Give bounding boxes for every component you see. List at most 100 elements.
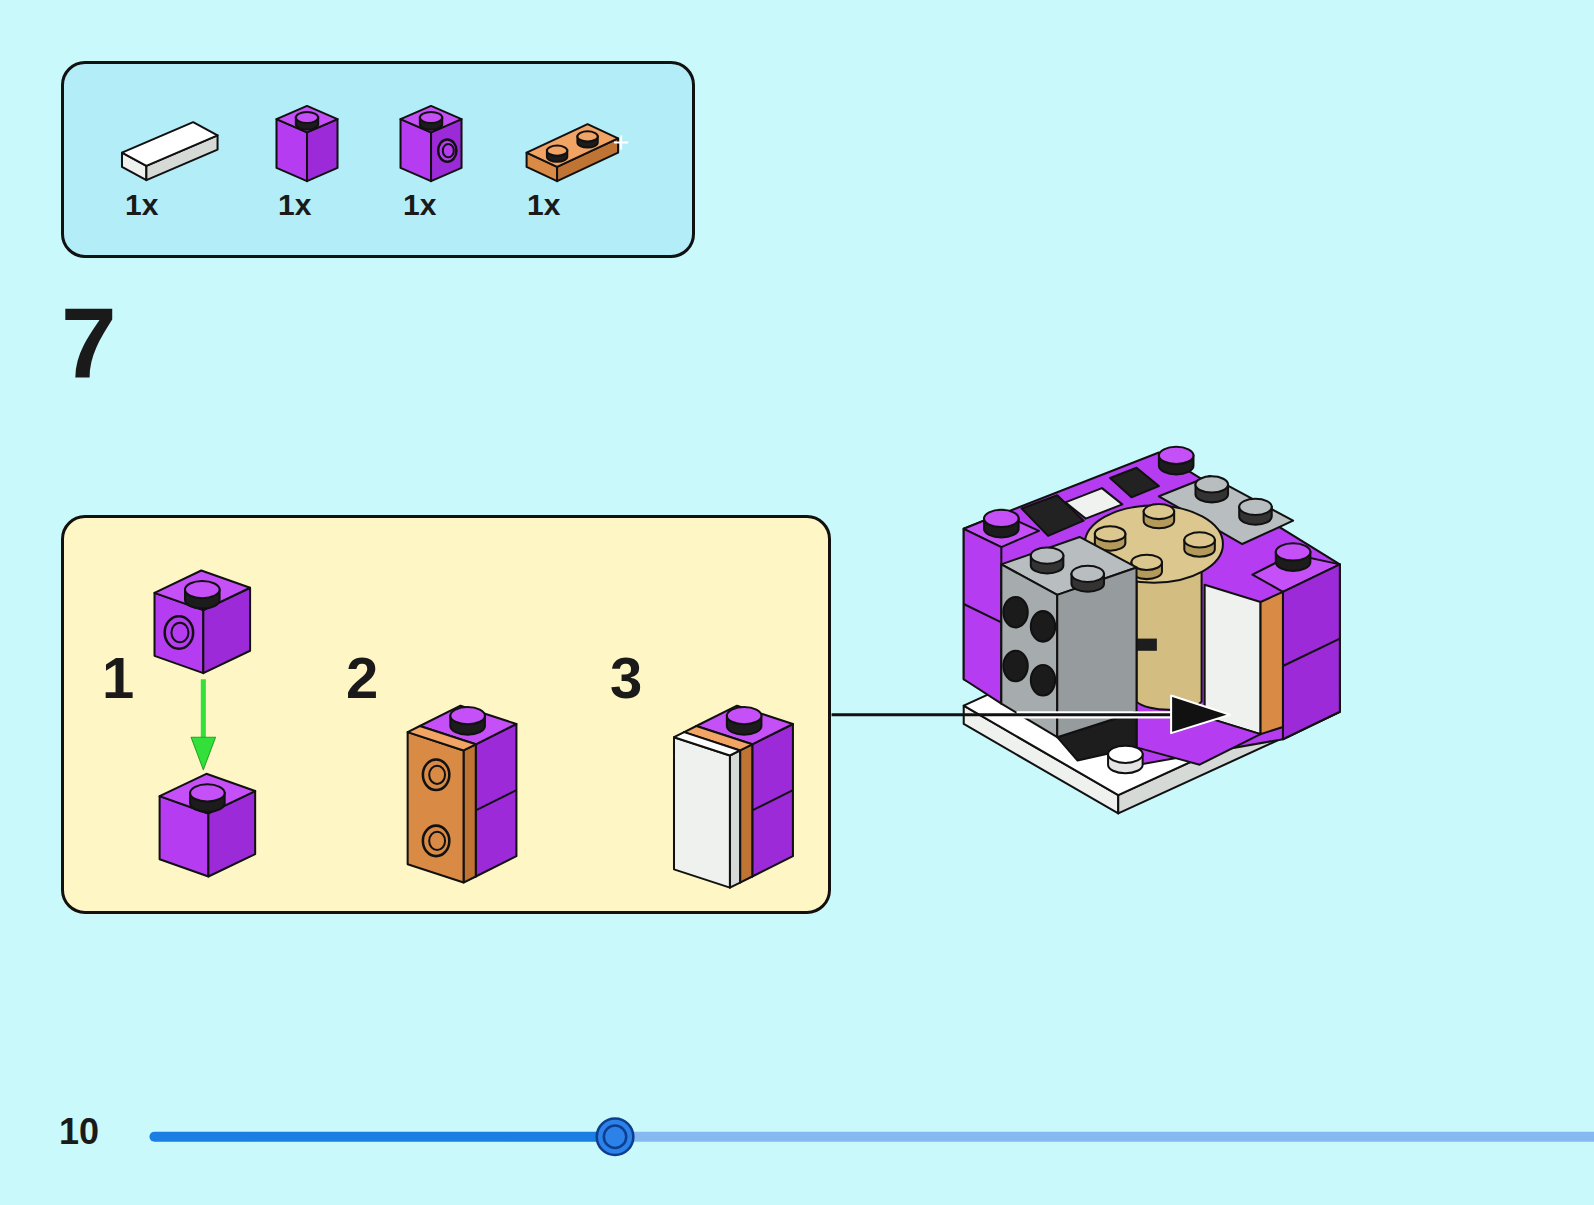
parts-list-panel: 1x 1x 1x 1x — [61, 61, 695, 258]
plate-edge — [740, 744, 752, 882]
top-face — [122, 122, 218, 166]
panel-grounds — [61, 61, 831, 914]
plate-face — [408, 732, 464, 882]
leader-head — [1171, 696, 1230, 734]
stud — [190, 784, 225, 812]
stud-top — [1276, 543, 1311, 560]
tile-face — [674, 737, 730, 887]
leader-arrow — [832, 696, 1230, 734]
stud — [1184, 532, 1214, 556]
stud — [1196, 476, 1229, 502]
side-stud — [1031, 611, 1055, 641]
side-stud — [165, 616, 193, 649]
left-face — [964, 529, 1002, 704]
plate-edge — [464, 744, 476, 882]
right-face — [476, 724, 517, 876]
stud — [1159, 447, 1194, 475]
purple-brick — [277, 106, 338, 181]
stud — [1108, 746, 1143, 774]
green-arrow-head — [191, 737, 215, 770]
sparkle-ray — [620, 135, 622, 149]
sub-step-2-figure — [408, 706, 517, 883]
stud-top — [1144, 504, 1174, 519]
part-quantity: 1x — [527, 190, 560, 220]
main-model — [964, 447, 1340, 814]
plate-top — [408, 726, 476, 750]
step-number: 7 — [61, 293, 117, 393]
stud — [420, 112, 442, 130]
side-stud — [1031, 665, 1055, 695]
stud-top — [547, 146, 567, 156]
stud-top — [190, 784, 225, 801]
brick — [527, 124, 618, 181]
progress-knob — [597, 1118, 634, 1155]
stud — [547, 146, 567, 162]
stud-top — [420, 112, 442, 123]
part-quantity: 1x — [278, 190, 311, 220]
progress-track — [615, 1132, 1594, 1142]
stud-top — [1239, 499, 1272, 515]
top-face — [160, 774, 256, 814]
orange-plate — [527, 124, 618, 181]
side-stud-inner — [443, 144, 454, 157]
stud-top — [984, 510, 1019, 527]
progress-bar — [155, 1118, 1594, 1155]
brick-seam — [964, 604, 1002, 622]
leader-shaft — [832, 713, 1185, 716]
side-stud-inner — [429, 832, 445, 850]
page-number: 10 — [59, 1114, 99, 1150]
right-face — [752, 724, 793, 876]
part-quantity: 1x — [403, 190, 436, 220]
side-stud — [423, 760, 449, 790]
parts-list-pieces — [122, 106, 628, 181]
stud — [984, 510, 1019, 538]
sub-step-3-figure — [674, 706, 793, 888]
side-stud-outer — [423, 826, 449, 856]
stud — [296, 112, 318, 130]
side-stud-inner — [171, 623, 188, 643]
purple-brick-side-stud — [401, 106, 462, 181]
panel-ground — [61, 61, 695, 258]
stud-top — [1184, 532, 1214, 547]
stud-top — [1071, 566, 1104, 582]
stud-top — [1031, 548, 1064, 564]
side-stud — [423, 826, 449, 856]
green-arrow-shaft — [201, 679, 206, 744]
brick-seam — [752, 790, 793, 810]
stud-top — [450, 707, 485, 724]
part-quantity: 1x — [125, 190, 158, 220]
sub-step-panel: 123 — [61, 515, 831, 914]
side-stud-outer — [165, 616, 193, 649]
stud-top — [1095, 526, 1125, 541]
stud-top — [185, 581, 220, 598]
purple-walls — [964, 453, 1340, 765]
brick-seam — [476, 790, 517, 810]
side-stud — [438, 139, 456, 161]
tile-edge — [730, 750, 740, 887]
stud — [185, 581, 220, 609]
stud-top — [727, 707, 762, 724]
tan-band — [1137, 639, 1157, 651]
stud-top — [1108, 746, 1143, 763]
top-face — [277, 106, 338, 132]
side-stud — [1003, 651, 1027, 681]
stud — [1239, 499, 1272, 525]
brick — [155, 570, 251, 673]
brick — [401, 106, 462, 181]
sub-step-number: 1 — [102, 649, 134, 707]
stud-top — [296, 112, 318, 123]
tile-top — [674, 732, 740, 755]
stud — [577, 131, 597, 147]
dark-slot — [1110, 468, 1159, 497]
stud — [1144, 504, 1174, 528]
stud — [1276, 543, 1311, 571]
brick — [277, 106, 338, 181]
stud — [450, 707, 485, 735]
side-stud-inner — [429, 766, 445, 784]
stud-top — [577, 131, 597, 141]
stud — [727, 707, 762, 735]
side-stud — [1003, 597, 1027, 627]
top-face — [155, 570, 251, 610]
